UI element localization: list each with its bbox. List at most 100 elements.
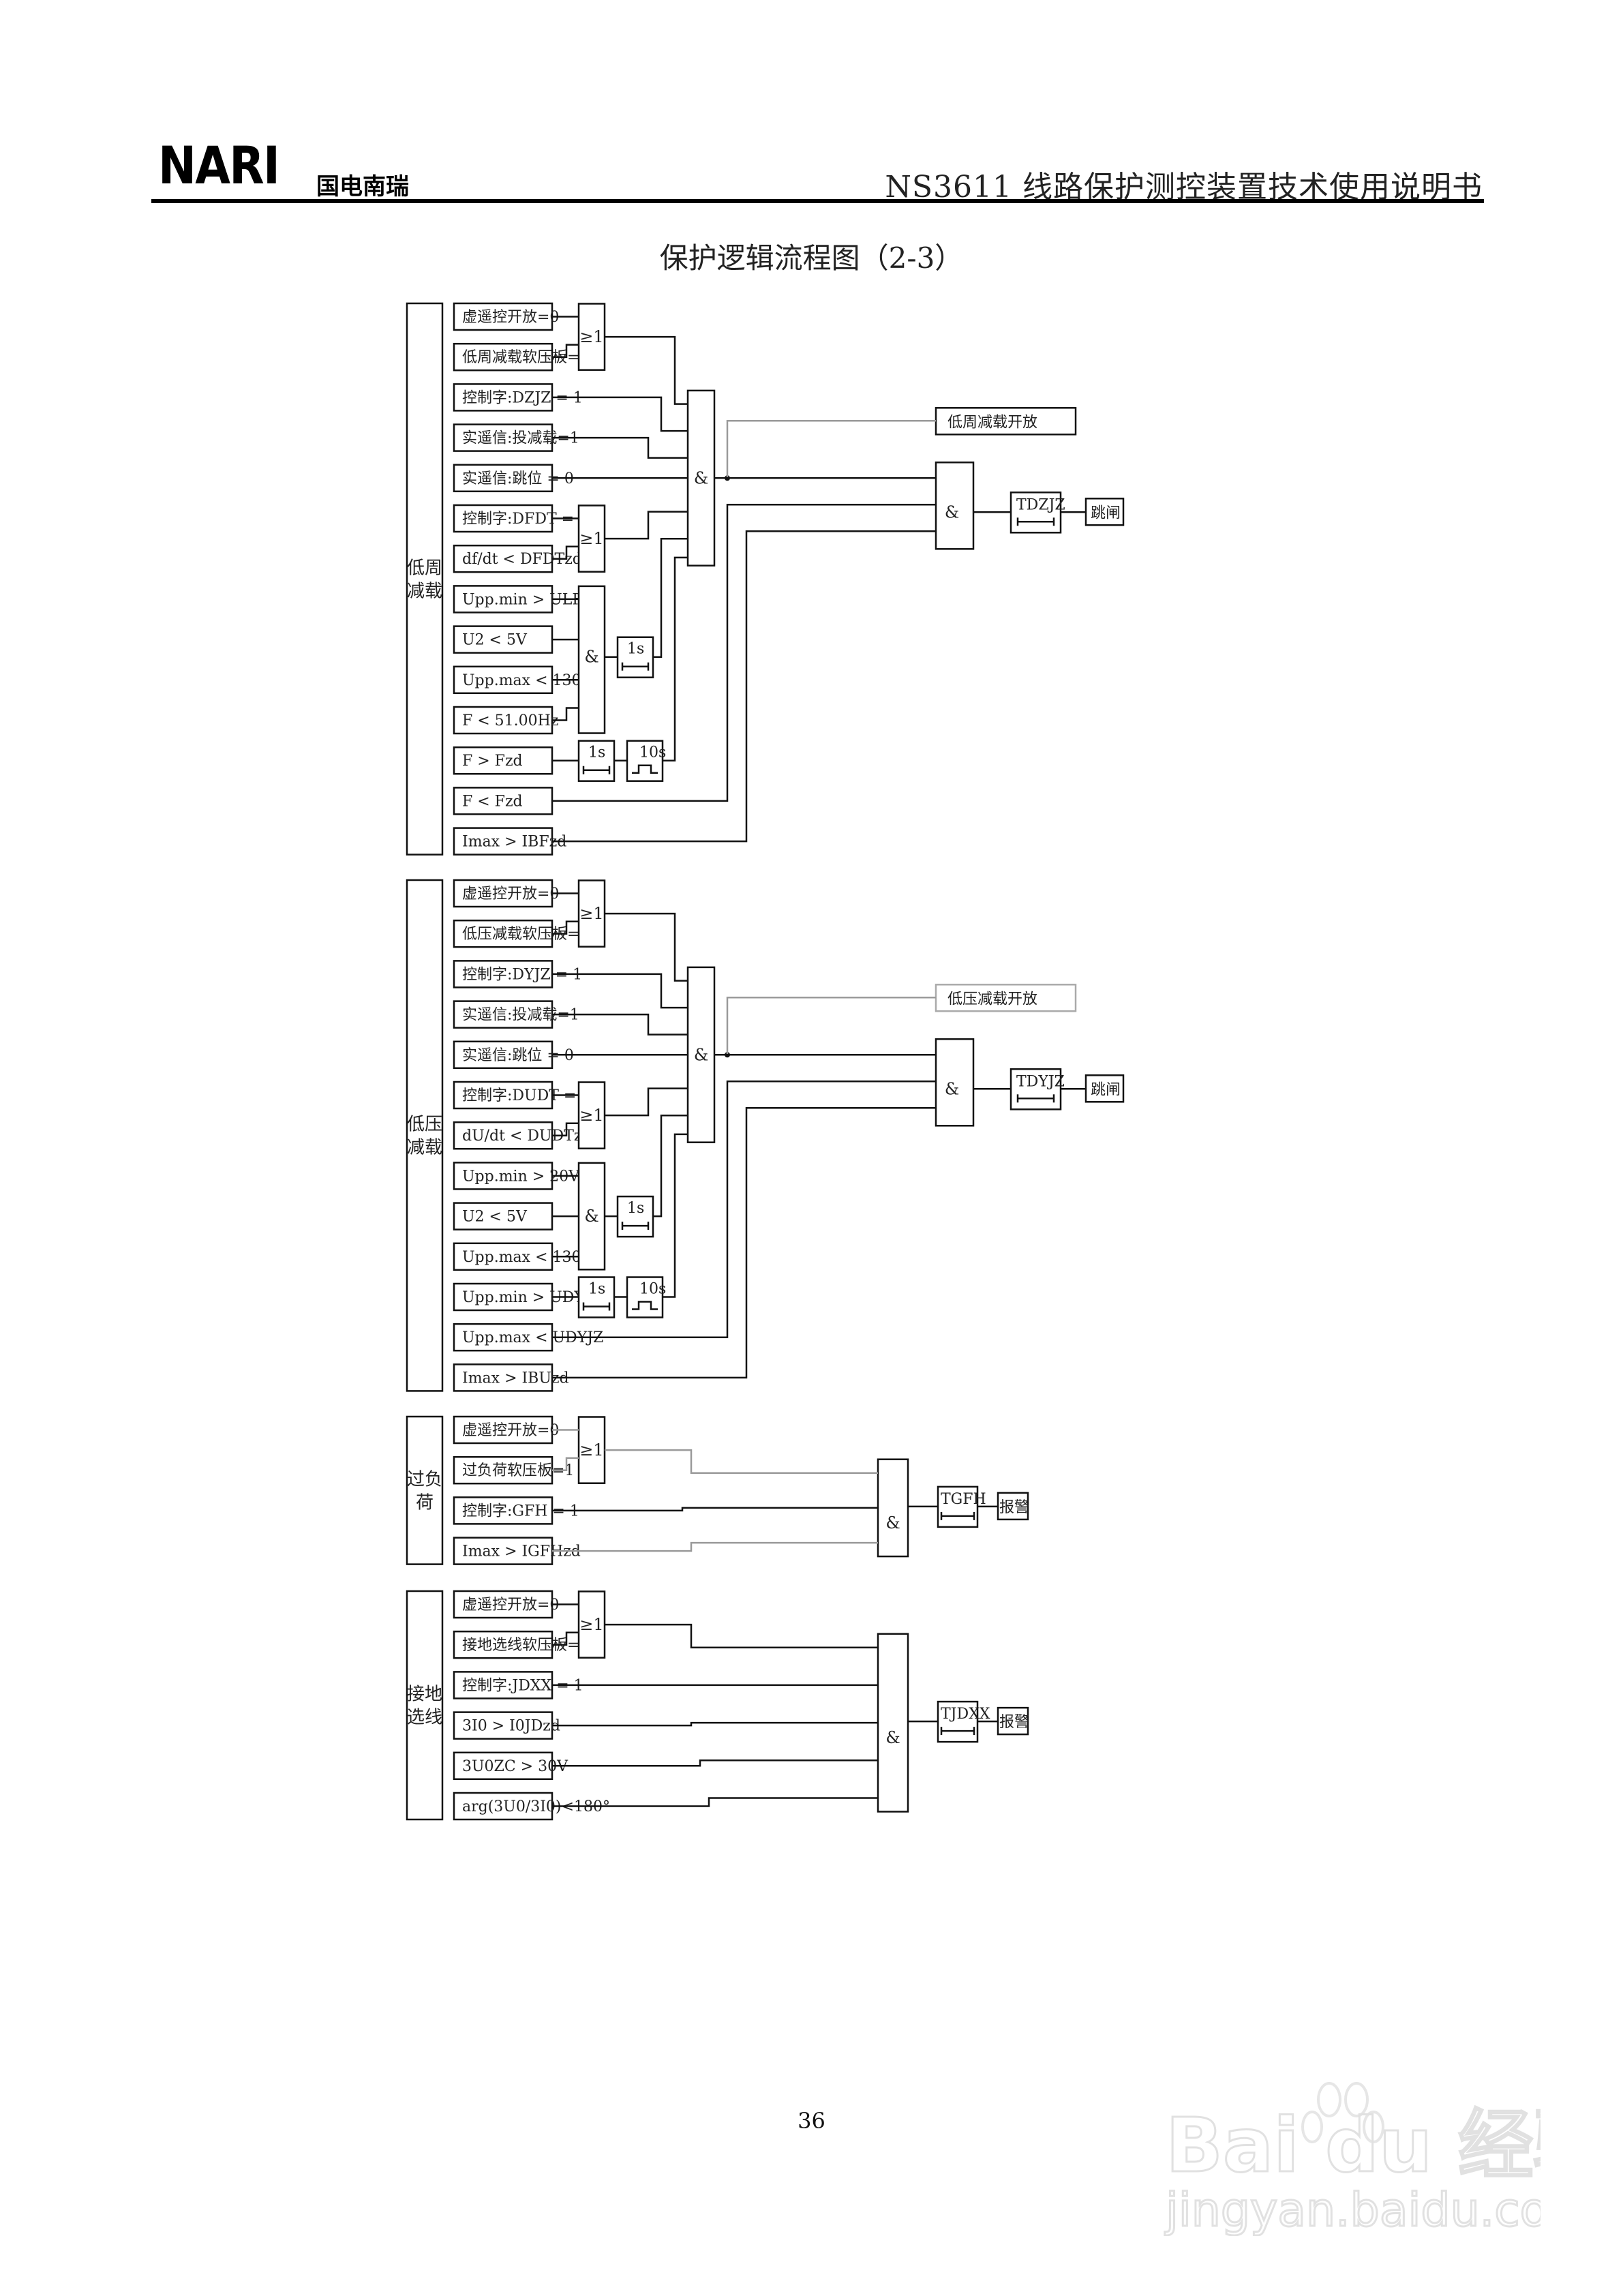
- connector-wire: [663, 1133, 688, 1298]
- pulse-icon: [632, 764, 658, 774]
- baidu-watermark: Bai du 经验 jingyan.baidu.com: [1164, 2082, 1541, 2236]
- connector-wire: [552, 1013, 688, 1036]
- action-label: 报警: [999, 1499, 1029, 1516]
- action-label: 跳闸: [1091, 504, 1121, 522]
- connector-wire: [552, 1541, 878, 1552]
- page-number: 36: [798, 2108, 825, 2134]
- timer-label: TJDXX: [941, 1706, 990, 1723]
- section-name: 减载: [407, 1138, 442, 1158]
- and-gate-label: &: [945, 502, 959, 522]
- input-condition-label: 3U0ZC > 30V: [462, 1758, 568, 1775]
- or-gate-label: ≥1: [579, 1615, 603, 1634]
- open-signal-label: 低周减载开放: [947, 414, 1037, 431]
- input-condition-box: [453, 464, 553, 493]
- timer-label: TGFH: [941, 1491, 986, 1508]
- delay-1s-box-label: 1s: [627, 641, 644, 658]
- section-name: 荷: [416, 1492, 434, 1513]
- watermark-url: jingyan.baidu.com: [1164, 2184, 1541, 2236]
- input-condition-label: 低周减载软压板=1: [462, 349, 589, 366]
- or-gate-label: ≥1: [579, 1440, 603, 1460]
- connector-wire: [552, 920, 579, 935]
- input-condition-box: [453, 544, 553, 573]
- input-condition-box: [453, 827, 553, 856]
- input-condition-box: [453, 1363, 553, 1392]
- timer-box: [937, 1485, 979, 1528]
- and-gate-output: [935, 1038, 975, 1127]
- section-name: 低周: [407, 558, 442, 578]
- section-label-box: [406, 1590, 444, 1821]
- input-condition-box: [453, 1121, 553, 1150]
- input-condition-box: [453, 1751, 553, 1781]
- connector-wire: [552, 973, 688, 1009]
- pulse-icon: [632, 1301, 658, 1310]
- connector-wire: [552, 344, 579, 358]
- section-name: 接地: [407, 1685, 442, 1705]
- connector-wire: [552, 1631, 579, 1646]
- or-gate: [577, 303, 606, 371]
- section-label-box: [406, 1415, 444, 1565]
- connector-wire: [552, 1721, 878, 1727]
- action-box: [1084, 1074, 1125, 1103]
- input-condition-label: 虚遥控开放=0: [462, 1422, 559, 1439]
- and-gate: [877, 1633, 909, 1813]
- company-name-cn: 国电南瑞: [316, 173, 409, 200]
- connector-wire: [552, 530, 936, 843]
- timer-label: TDZJZ: [1016, 496, 1065, 513]
- or-gate-label: ≥1: [579, 1106, 603, 1125]
- or-gate: [577, 879, 606, 948]
- paw-icon: [1301, 2082, 1384, 2143]
- section-name: 过负: [407, 1469, 442, 1490]
- and-gate-voltage: [577, 1162, 606, 1271]
- connector-wire: [605, 335, 688, 405]
- input-condition-label: 低压减载软压板=1: [462, 926, 589, 943]
- input-condition-label: F > Fzd: [462, 753, 523, 770]
- input-condition-box: [453, 1496, 553, 1525]
- connector-wire: [552, 436, 688, 459]
- input-condition-box: [453, 1537, 553, 1565]
- and-gate-voltage: [577, 585, 606, 734]
- input-condition-label: 接地选线软压板=1: [462, 1637, 589, 1654]
- input-condition-label: F < 51.00Hz: [462, 712, 558, 729]
- connector-wire: [552, 504, 936, 802]
- section-name: 选线: [407, 1708, 442, 1728]
- open-signal-box: [935, 984, 1077, 1012]
- input-condition-box: [453, 423, 553, 452]
- input-condition-label: F < Fzd: [462, 793, 523, 810]
- input-condition-box: [453, 1630, 553, 1659]
- section-label-box: [406, 302, 444, 856]
- connector-wire: [552, 707, 579, 721]
- or-gate: [577, 504, 606, 573]
- connector-wire: [552, 1507, 878, 1512]
- connector-wire: [552, 1797, 878, 1807]
- input-condition-box: [453, 706, 553, 735]
- input-condition-box: [453, 302, 553, 331]
- delay-1s-box-label: 1s: [588, 1281, 605, 1298]
- input-condition-box: [453, 504, 553, 533]
- or-gate-label: ≥1: [579, 904, 603, 923]
- connector-wire: [726, 420, 936, 479]
- document-title: NS3611 线路保护测控装置技术使用说明书: [885, 170, 1483, 205]
- connector-wire: [726, 997, 936, 1055]
- input-condition-box: [453, 1282, 553, 1312]
- input-condition-label: 虚遥控开放=0: [462, 886, 559, 903]
- delay-1s-box-label: 1s: [588, 744, 605, 761]
- watermark-brand: Bai du 经验: [1166, 2102, 1541, 2189]
- connector-wire: [653, 1114, 688, 1218]
- input-condition-label: 3I0 > I0JDzd: [462, 1718, 560, 1735]
- input-condition-box: [453, 1162, 553, 1190]
- and-gate-label: &: [885, 1728, 900, 1747]
- delay-1s-box: [616, 636, 654, 678]
- connector-wire: [552, 1081, 936, 1338]
- open-signal-box: [935, 407, 1077, 436]
- input-condition-box: [453, 1040, 553, 1070]
- and-gate-main: [686, 389, 716, 567]
- delay-1s-box: [577, 1276, 616, 1318]
- connector-wire: [605, 912, 688, 982]
- connector-wire: [552, 1122, 579, 1136]
- open-signal-label: 低压减载开放: [947, 991, 1037, 1008]
- delay-1s-box-label: 1s: [627, 1200, 644, 1217]
- connector-wire: [552, 1457, 579, 1471]
- section-name: 低压: [407, 1115, 442, 1135]
- section-name: 减载: [407, 581, 442, 601]
- pulse-10s-box: [626, 740, 664, 782]
